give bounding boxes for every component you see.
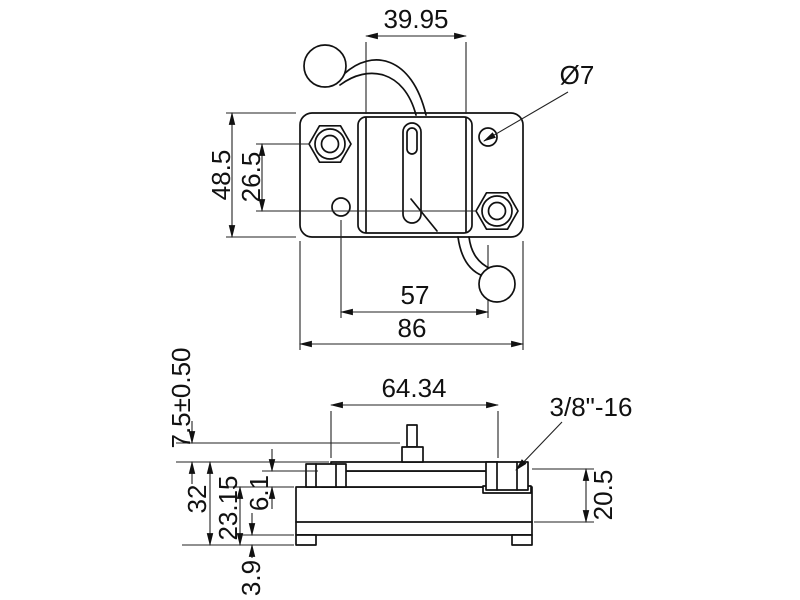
tether-cap-bottom-right [457, 236, 516, 303]
top-view-drawing [299, 112, 524, 238]
thread-callout-label: 3/8"-16 [550, 392, 633, 422]
foot-right [511, 534, 533, 546]
cover-cap-bottom [478, 265, 516, 303]
lever-button [406, 127, 418, 155]
dim-23-15-label: 23.15 [213, 475, 243, 540]
terminal-stud-top-left [308, 124, 352, 164]
tether-cord-bottom-inner [468, 236, 492, 270]
dim-64-34: 64.34 [329, 373, 500, 458]
dim-48-5: 48.5 [206, 111, 296, 239]
dim-26-5: 26.5 [236, 142, 476, 213]
side-view-drawing [295, 424, 533, 546]
dim-6-1: 6.1 [244, 449, 318, 511]
dim-32-label: 32 [182, 485, 212, 514]
side-nut-left [305, 463, 347, 488]
dim-7-5: 7.5±0.50 [166, 347, 400, 484]
dim-86-label: 86 [398, 313, 427, 343]
dim-3-9-label: 3.9 [236, 560, 266, 596]
dim-20-5: 20.5 [532, 467, 618, 524]
tether-cord-top-inner [339, 72, 417, 116]
tether-cord-bottom-outer [457, 236, 484, 277]
dim-64-34-label: 64.34 [381, 373, 446, 403]
dim-7-5-label: 7.5±0.50 [166, 347, 196, 448]
dim-3-9: 3.9 [236, 513, 294, 596]
raised-center-section [357, 116, 473, 234]
dim-57-label: 57 [401, 280, 430, 310]
dim-48-5-label: 48.5 [206, 150, 236, 201]
thread-callout: 3/8"-16 [515, 392, 633, 471]
cover-cap-top [303, 44, 347, 88]
foot-left [295, 534, 317, 546]
tether-cord-top-outer [343, 59, 427, 116]
reset-pin-collar [401, 446, 424, 463]
base-slab [295, 486, 533, 536]
mounting-hole-bottom-left [331, 197, 351, 217]
reset-pin [406, 424, 418, 448]
side-nut-right [482, 461, 532, 494]
dim-20-5-label: 20.5 [588, 470, 618, 521]
dim-hole-diameter-label: Ø7 [560, 60, 595, 90]
dim-hole-diameter: Ø7 [483, 60, 595, 142]
tether-cap-top-left [303, 44, 427, 116]
dim-39-95-label: 39.95 [383, 4, 448, 34]
body-top-block [330, 461, 499, 472]
dim-23-15: 23.15 [213, 475, 294, 547]
mounting-hole-top-right [478, 127, 498, 147]
lever-slot [402, 122, 422, 224]
body-mid-block [321, 470, 508, 488]
dim-39-95: 39.95 [364, 4, 468, 114]
breaker-plate-outline [299, 112, 524, 238]
lever-arm-line [410, 198, 438, 232]
dim-86: 86 [298, 241, 525, 350]
dim-26-5-label: 26.5 [236, 152, 266, 203]
dim-6-1-label: 6.1 [244, 475, 274, 511]
